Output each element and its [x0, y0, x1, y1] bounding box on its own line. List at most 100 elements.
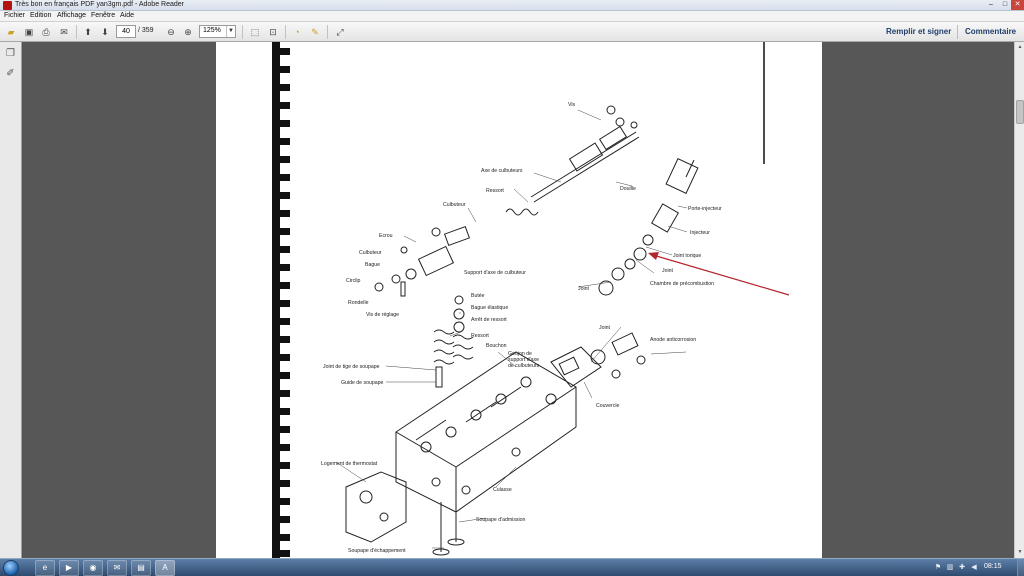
menu-fenetre[interactable]: Fenêtre [91, 12, 116, 19]
show-desktop-button[interactable] [1017, 559, 1024, 576]
attachment-icon[interactable]: ✐ [6, 68, 15, 79]
label-ressort-top: Ressort [486, 188, 504, 194]
window-title: Très bon en français PDF yan3gm.pdf - Ad… [15, 1, 184, 8]
print-icon[interactable]: ⎙ [42, 27, 50, 37]
label-ecrou: Ecrou [379, 233, 393, 239]
cylinder-head-drawing [345, 105, 699, 556]
toolbar-separator [242, 25, 243, 39]
adobe-reader-taskbar-icon[interactable]: A [155, 560, 175, 576]
label-arret-ressort: Arrêt de ressort [471, 317, 507, 323]
vertical-scrollbar[interactable]: ▲ ▼ [1014, 42, 1024, 558]
label-soupape-admission: Soupape d'admission [476, 517, 526, 523]
ie-taskbar-icon[interactable]: e [35, 560, 55, 576]
pdf-page: Vis Axe de culbuteurs Douille Ressort Cu… [216, 42, 822, 558]
minimize-button[interactable]: – [989, 1, 993, 8]
label-culbuteur-top: Culbuteur [443, 202, 466, 208]
toolbar-separator [285, 25, 286, 39]
toolbar: ▰ ▣ ⎙ ✉ ⬆ ⬇ 40 / 359 ⊖ ⊕ 125% ▼ ⬚ ⊡ ◔ ✎ … [0, 22, 1024, 42]
label-joint-mid: Joint [599, 325, 611, 331]
zoom-value: 125% [203, 27, 221, 34]
scroll-down-arrow-icon[interactable]: ▼ [1017, 549, 1023, 555]
fit-width-icon[interactable]: ⊡ [269, 27, 277, 37]
label-butee: Butée [471, 293, 485, 299]
label-bague: Bague [365, 262, 380, 268]
label-soupape-echappement: Soupape d'échappement [348, 548, 406, 554]
label-guide-soupape: Guide de soupape [341, 380, 384, 386]
label-vis-reglage: Vis de réglage [366, 312, 399, 318]
toolbar-separator [76, 25, 77, 39]
label-joint-torique: Joint torique [673, 253, 701, 259]
scroll-up-arrow-icon[interactable]: ▲ [1017, 44, 1023, 50]
expand-icon[interactable]: ⤢ [336, 27, 344, 37]
annotation-arrow-head [648, 252, 659, 260]
zoom-in-icon[interactable]: ⊕ [184, 27, 192, 37]
label-joint-tige: Joint de tige de soupape [323, 364, 380, 370]
label-joint-small: Joint [662, 268, 674, 274]
flag-tray-icon[interactable]: ⚑ [934, 564, 942, 571]
label-culasse: Culasse [493, 487, 512, 493]
fit-page-icon[interactable]: ⬚ [250, 27, 260, 37]
label-vis: Vis [568, 102, 576, 108]
label-bague-elastique: Bague élastique [471, 305, 508, 311]
leader-lines [335, 109, 688, 549]
label-douille: Douille [620, 186, 636, 192]
maximize-button[interactable]: □ [1002, 1, 1008, 8]
folder-open-icon[interactable]: ▰ [7, 27, 15, 37]
label-couvercle: Couvercle [596, 403, 619, 409]
binding-edge [272, 42, 280, 558]
arrow-up-icon[interactable]: ⬆ [84, 27, 92, 37]
document-viewport[interactable]: Vis Axe de culbuteurs Douille Ressort Cu… [23, 42, 1014, 558]
media-player-taskbar-icon[interactable]: ▶ [59, 560, 79, 576]
page-total: / 359 [138, 27, 154, 34]
menu-aide[interactable]: Aide [120, 12, 135, 19]
scrollbar-thumb[interactable] [1016, 100, 1024, 124]
zoom-out-icon[interactable]: ⊖ [167, 27, 175, 37]
title-bar: Très bon en français PDF yan3gm.pdf - Ad… [0, 0, 1024, 11]
arrow-down-icon[interactable]: ⬇ [101, 27, 109, 37]
highlight-icon[interactable]: ✎ [311, 27, 319, 37]
page-number-input[interactable]: 40 [116, 25, 136, 38]
label-goujon-2: support d'axe [508, 357, 539, 363]
label-culbuteur-left: Culbuteur [359, 250, 382, 256]
firefox-taskbar-icon[interactable]: ◉ [83, 560, 103, 576]
label-ressort-mid: Ressort [471, 333, 489, 339]
menu-fichier[interactable]: Fichier [4, 12, 26, 19]
label-injecteur: Injecteur [690, 230, 710, 236]
comment-panel-button[interactable]: Commentaire [965, 27, 1017, 36]
label-anode: Anode anticorrosion [650, 337, 696, 343]
adobe-reader-app-icon[interactable] [3, 1, 12, 10]
label-logement-thermostat: Logement de thermostat [321, 461, 378, 467]
menu-edition[interactable]: Edition [30, 12, 52, 19]
outlook-taskbar-icon[interactable]: ✉ [107, 560, 127, 576]
label-axe-culbuteurs: Axe de culbuteurs [481, 168, 523, 174]
taskbar: e ▶ ◉ ✉ ▤ A ⚑ ▥ ✚ ◀ 08:15 [0, 558, 1024, 576]
label-goujon-1: Goujon de [508, 351, 532, 357]
fill-and-sign-button[interactable]: Remplir et signer [886, 27, 952, 36]
label-goujon-3: de culbuteurs [508, 363, 540, 369]
clock[interactable]: 08:15 [984, 563, 1002, 570]
label-support-axe: Support d'axe de culbuteur [464, 270, 526, 276]
label-bouchon: Bouchon [486, 343, 507, 349]
label-rondelle: Rondelle [348, 300, 369, 306]
navigation-panel: ❐ ✐ [0, 42, 22, 558]
save-icon[interactable]: ▣ [24, 27, 34, 37]
start-button[interactable] [3, 560, 19, 576]
network-tray-icon[interactable]: ▥ [946, 564, 954, 571]
speech-bubble-icon[interactable]: ◔ [294, 27, 300, 37]
menu-affichage[interactable]: Affichage [57, 12, 87, 19]
page-thumbnails-icon[interactable]: ❐ [6, 48, 15, 59]
menu-bar: Fichier Edition Affichage Fenêtre Aide [0, 11, 1024, 22]
annotation-arrow-line [652, 254, 790, 296]
email-icon[interactable]: ✉ [60, 27, 68, 37]
label-joint-left: Joint [578, 286, 590, 292]
volume-tray-icon[interactable]: ◀ [971, 564, 977, 571]
chevron-down-icon[interactable]: ▼ [226, 26, 235, 37]
label-chambre: Chambre de précombustion [650, 281, 714, 287]
toolbar-separator [957, 25, 958, 39]
explorer-taskbar-icon[interactable]: ▤ [131, 560, 151, 576]
label-porte-injecteur: Porte-injecteur [688, 206, 722, 212]
antivirus-tray-icon[interactable]: ✚ [959, 564, 965, 571]
zoom-select[interactable]: 125% ▼ [199, 25, 236, 38]
binding-teeth [280, 48, 290, 557]
close-button[interactable]: ✕ [1011, 0, 1024, 10]
